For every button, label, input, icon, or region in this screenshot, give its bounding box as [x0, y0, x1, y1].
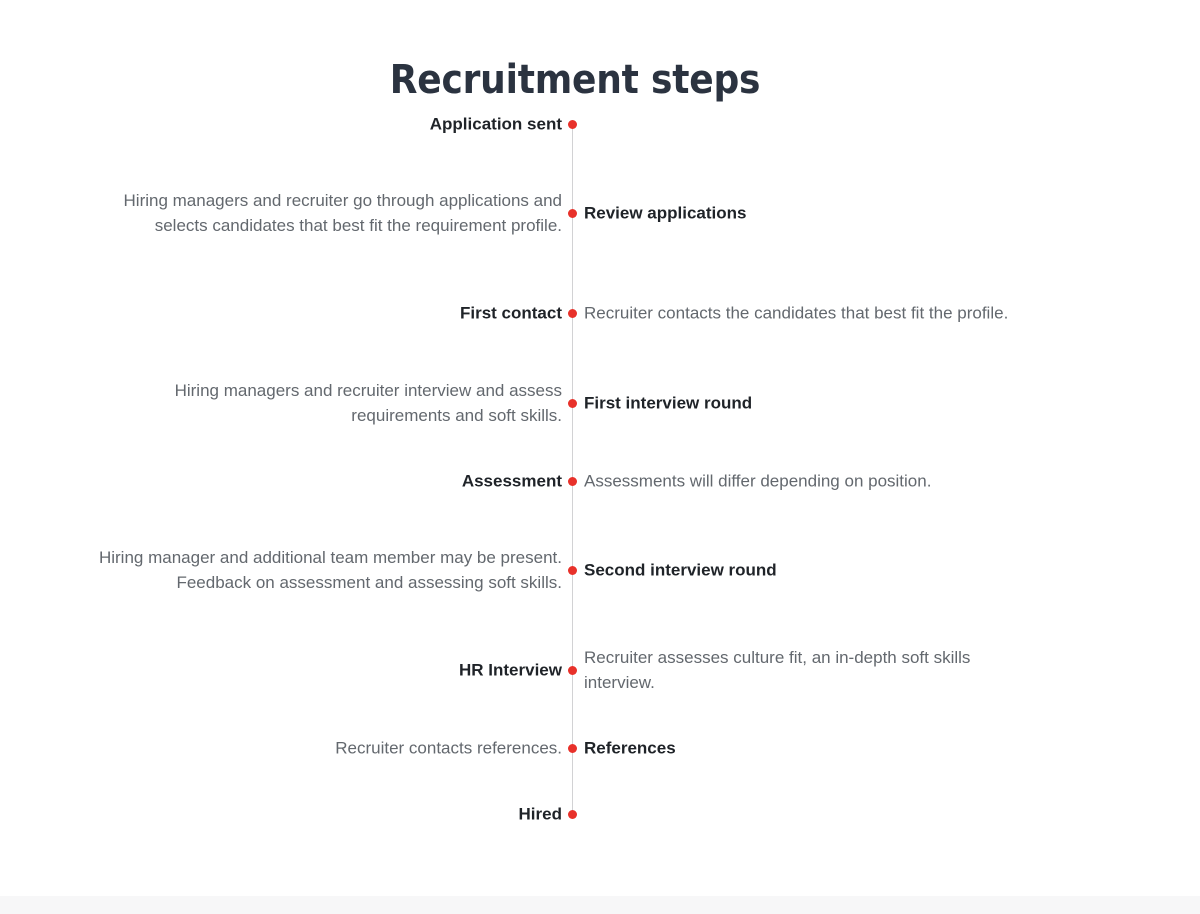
timeline-dot-icon — [568, 309, 577, 318]
step-label: References — [584, 738, 676, 758]
step-description: Hiring manager and additional team membe… — [98, 548, 562, 592]
step-label: HR Interview — [459, 660, 562, 680]
timeline-axis — [572, 124, 573, 814]
timeline-dot-icon — [568, 666, 577, 675]
page-title: Recruitment steps — [389, 56, 761, 103]
timeline-dot-icon — [568, 744, 577, 753]
step-label: First contact — [459, 303, 562, 323]
timeline-dot-icon — [568, 566, 577, 575]
timeline-dot-icon — [568, 209, 577, 218]
step-label: Hired — [518, 804, 562, 824]
timeline-dot-icon — [568, 477, 577, 486]
step-label: Review applications — [584, 203, 747, 223]
step-description: Recruiter contacts the candidates that b… — [584, 303, 1009, 323]
step-description: Recruiter assesses culture fit, an in-de… — [584, 648, 971, 692]
step-label: Second interview round — [584, 560, 777, 580]
timeline-dot-icon — [568, 399, 577, 408]
step-description: Hiring managers and recruiter interview … — [174, 381, 562, 425]
step-label: Assessment — [461, 471, 562, 491]
timeline-dot-icon — [568, 810, 577, 819]
step-description: Recruiter contacts references. — [335, 738, 562, 758]
step-description: Hiring managers and recruiter go through… — [123, 191, 562, 235]
step-label: First interview round — [584, 393, 753, 413]
step-label: Application sent — [429, 114, 562, 134]
footer-strip — [0, 896, 1200, 914]
step-description: Assessments will differ depending on pos… — [584, 471, 932, 491]
timeline-dot-icon — [568, 120, 577, 129]
